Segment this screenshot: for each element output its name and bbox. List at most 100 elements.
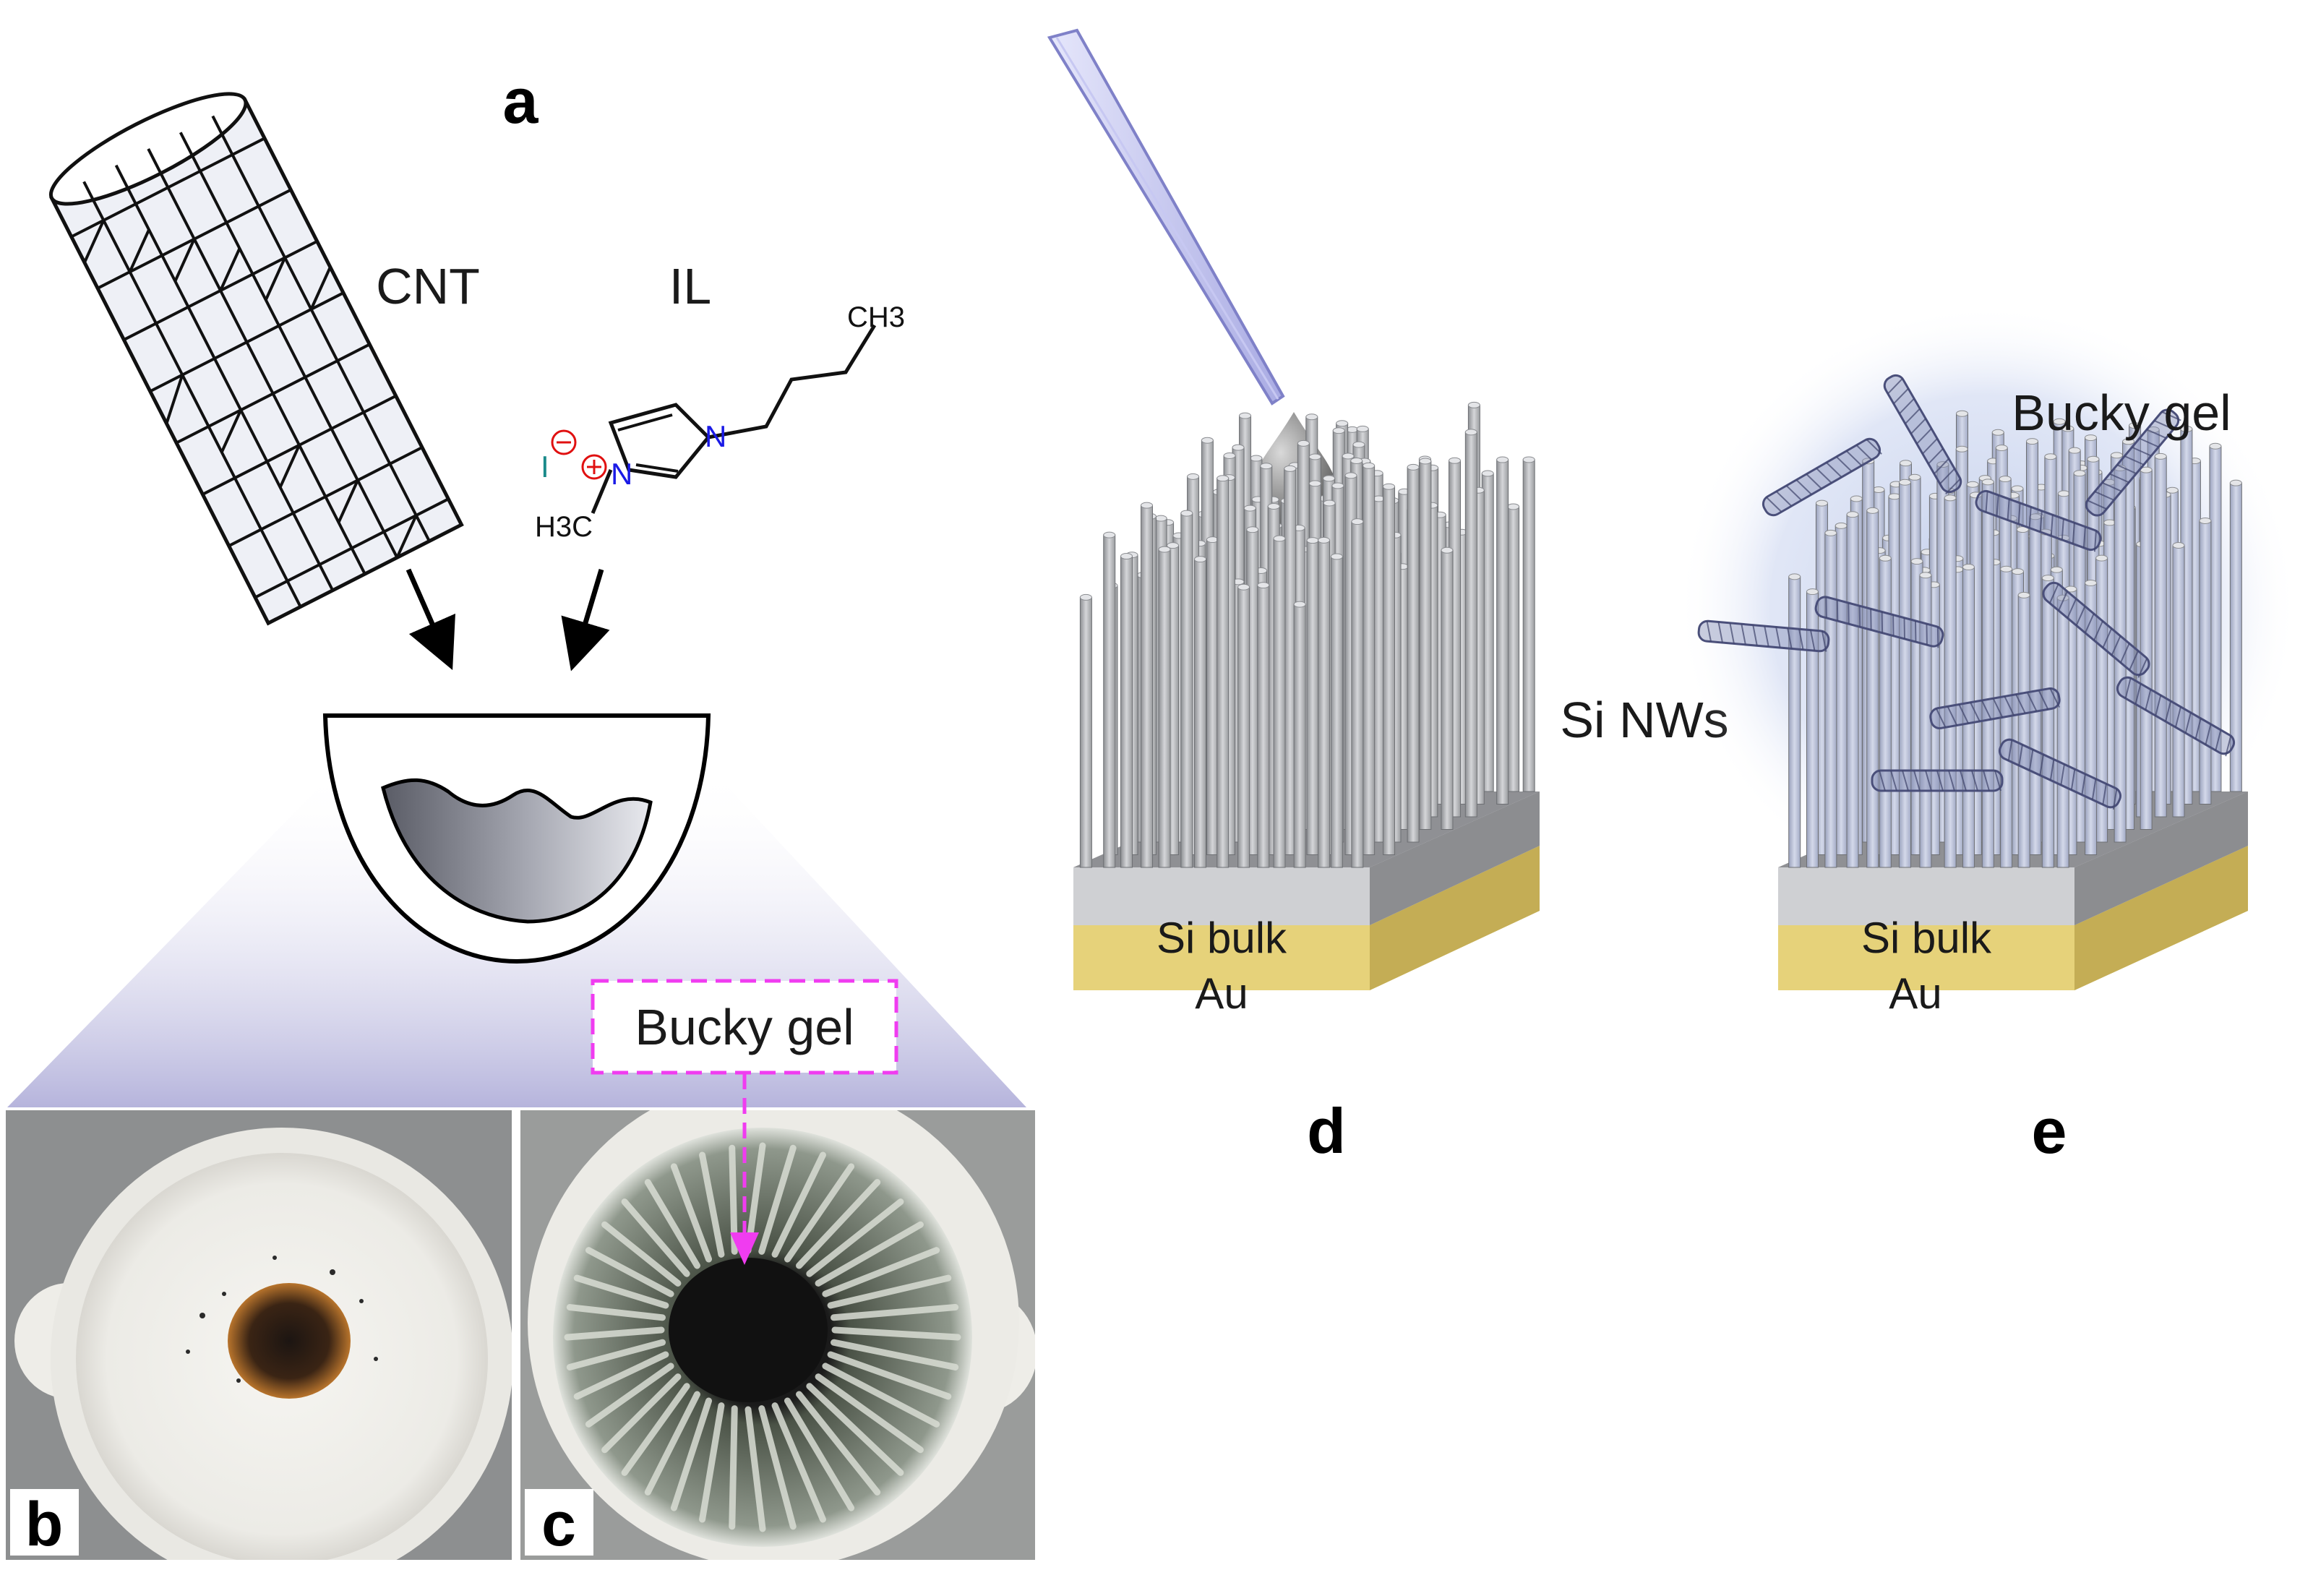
nanowire [1981,481,1994,868]
nanowire [1464,432,1477,818]
nanowire [2056,597,2069,868]
nanowire [1273,538,1286,868]
nanowire [1194,559,1207,868]
nanowire [1330,556,1343,868]
gel-streak [815,1221,924,1287]
gel-streak [621,1383,690,1476]
gel-streak [771,1151,826,1258]
nanowire [2029,516,2042,855]
panel-b-label-box [10,1489,79,1556]
gel-streak [831,1326,961,1341]
gel-streak [585,1247,674,1297]
gel-streak [827,1274,952,1309]
nitrogen-2: N [611,457,632,491]
nanowire [1180,512,1193,868]
nanowire [1079,596,1092,868]
nitrogen-1: N [705,419,726,453]
gel-streak [729,1405,738,1530]
nanowire [1257,585,1270,868]
nanotube-fragment [1871,769,2004,792]
iodide-label: I [541,450,549,484]
panel-label-a: a [503,65,539,137]
ionic-liquid-molecule: N N I CH3 H3C [535,301,905,543]
gel-streak [758,1144,797,1255]
gel-streak [745,1406,766,1532]
gel-streak [796,1391,881,1496]
gel-streak [784,1163,855,1263]
h3c-label: H3C [535,511,593,543]
nanotube-fragments-e [1697,374,2236,810]
gel-streak [573,1274,669,1309]
gel-streak [771,1402,826,1523]
nanotube-fragment [2116,676,2236,757]
nanowire [1824,532,1837,868]
nanowire [1919,575,1932,868]
gel-streak [670,1397,713,1511]
nanowire [1407,466,1420,843]
si-bulk-label-e: Si bulk [1861,914,1992,962]
silicon-nanowires-d [1079,401,1535,868]
gel-streak [822,1363,940,1428]
gel-streak [644,1391,700,1496]
panel-label-d: d [1307,1095,1346,1167]
gel-streak [784,1397,855,1511]
nanowire [1237,586,1250,868]
nanowire [1206,539,1219,856]
gel-streak [806,1383,904,1476]
il-label: IL [669,258,711,314]
gel-streak [758,1405,797,1530]
photo-c [520,1110,1035,1560]
gel-streak [827,1351,952,1400]
gel-streak [806,1198,904,1277]
nanowire [1441,549,1454,830]
nanowire [1120,556,1133,868]
gel-streak [796,1179,881,1269]
nanotube-fragment [1762,437,1882,517]
nanowire [1293,604,1306,868]
nanowire [1496,459,1509,805]
gel-streak [564,1326,665,1341]
nanotube-fragment [1883,374,1962,494]
panel-label-e: e [2032,1095,2067,1167]
nanowire [2154,455,2167,818]
nanowire [1363,465,1376,855]
nanowire [1507,506,1520,792]
minus-charge-icon [551,429,577,455]
gel-streak [573,1351,669,1400]
nanotube-fragment [1814,596,1944,648]
nanowire [1383,486,1396,855]
nanowire [1318,539,1331,868]
nanowire [1419,460,1432,831]
nanowire [2199,520,2212,805]
gel-streak [831,1304,959,1321]
nanowire [1788,576,1801,868]
nanotube-fragment [1998,738,2122,810]
nanowire [1103,534,1116,868]
gel-streak [644,1179,700,1269]
carbon-nanotube-drawing [48,92,464,626]
gel-streak [566,1304,666,1321]
bucky-gel-label-e: Bucky gel [2012,385,2231,441]
nanotube-fragment [1929,687,2061,730]
plus-charge-icon [581,454,607,480]
mortar-bowl-icon [322,713,711,964]
gel-streak [621,1198,690,1277]
bucky-gel-callout-label: Bucky gel [635,999,854,1055]
nanowire [1141,505,1154,868]
ch3-label: CH3 [847,301,905,333]
photo-b [6,1110,512,1560]
nanowire [1306,540,1319,855]
nanowire [1216,478,1230,868]
nanowire [1158,549,1171,868]
nanowire [2041,578,2054,868]
arrow-il-icon [561,568,610,672]
gel-streak [831,1339,959,1370]
nanowire [1835,525,1848,855]
nanowire [1899,481,1912,868]
nanotube-fragment [1697,619,1830,653]
si-bulk-label-d: Si bulk [1157,914,1287,962]
gel-streak [566,1339,666,1370]
gel-streak [601,1221,682,1287]
arrow-cnt-icon [405,568,455,671]
nanotube-fragment [2042,581,2150,678]
